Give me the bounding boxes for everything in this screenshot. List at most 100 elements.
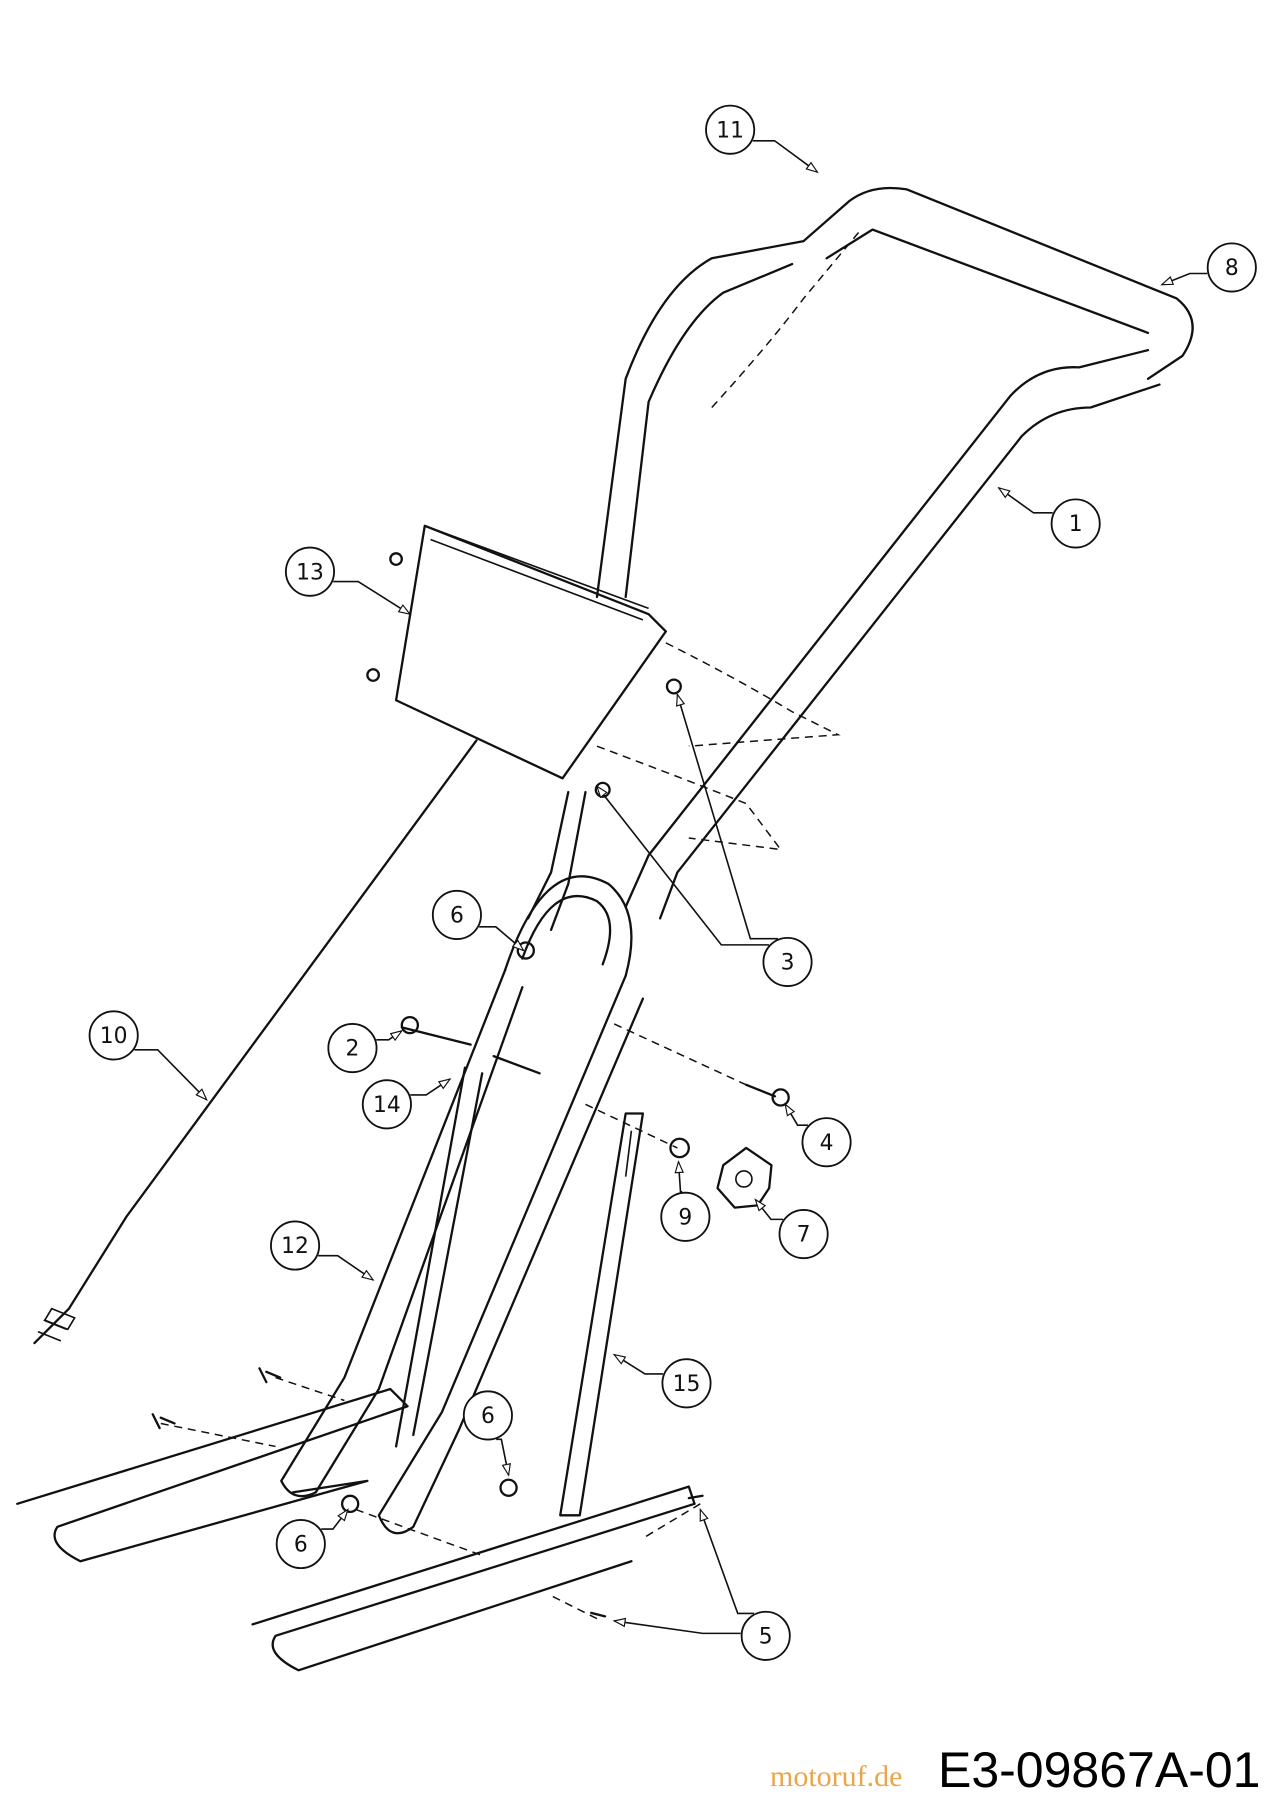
upper-handle-right-leg: [624, 348, 1150, 909]
callout-bubble: [275, 1518, 326, 1570]
callout-upper-handle-grip: 8: [1160, 242, 1257, 293]
callout-bubble: [661, 1358, 712, 1409]
arrowhead: [674, 1160, 684, 1174]
callout-nut: 6: [462, 1390, 513, 1477]
callout-carriage-bolt: 4: [784, 1102, 852, 1168]
washer-shape: [669, 1137, 690, 1159]
cover-screw-b: [366, 668, 381, 682]
leader-line: [134, 1049, 208, 1101]
drawing-code: E3-09867A-01: [938, 1742, 1261, 1798]
lower-handle-u-bend: [521, 894, 612, 966]
leader-line: [479, 926, 525, 952]
rail-axis-lines: [160, 1376, 701, 1620]
arrowhead: [676, 692, 686, 707]
arrowhead: [195, 1088, 208, 1101]
callout-number: 6: [294, 1533, 308, 1558]
callout-bubble: [705, 104, 756, 155]
screw-3a: [665, 678, 682, 695]
leader-line: [614, 1620, 741, 1635]
callout-number: 4: [820, 1131, 834, 1156]
bolt-4-head: [771, 1088, 790, 1107]
callout-bolt-washer: 2: [327, 1023, 404, 1074]
arrowhead: [595, 785, 608, 799]
callout-bubble: [462, 1390, 513, 1441]
callout-number: 13: [296, 560, 324, 585]
callout-number: 6: [481, 1404, 495, 1429]
callout-bubble: [778, 1209, 829, 1260]
handle-assembly-drawing: [16, 186, 1194, 1672]
leader-line: [596, 785, 769, 946]
callout-bubble: [1050, 498, 1101, 549]
callout-control-panel-cover: 13: [284, 546, 412, 616]
control-cable: [33, 739, 478, 1345]
callout-mounting-bolts: 5: [612, 1507, 791, 1661]
rail-bolts: [151, 1367, 704, 1618]
upper-handle-left-leg-inner: [624, 262, 794, 599]
arrowhead: [437, 1078, 452, 1090]
arrowhead: [612, 1353, 627, 1365]
leader-line: [676, 694, 778, 940]
screw-3b: [594, 781, 611, 798]
callout-bracket: 14: [361, 1078, 452, 1130]
callout-screws: 3: [595, 692, 813, 988]
callout-bubble: [431, 889, 482, 940]
callout-star-knob: 7: [754, 1198, 829, 1260]
upper-handle-left-lower-inner: [549, 790, 587, 931]
cable-spring: [37, 1307, 76, 1342]
arrowhead: [997, 486, 1011, 499]
bolt-2-head: [400, 1015, 420, 1035]
lower-handle-right-leg: [377, 974, 645, 1535]
callout-number: 1: [1069, 512, 1083, 537]
callout-number: 6: [450, 904, 464, 929]
callout-number: 12: [281, 1234, 309, 1259]
upper-handle-left-leg: [595, 239, 805, 599]
control-panel-cover-shape: [394, 524, 667, 780]
callout-lower-handle: 12: [270, 1220, 375, 1281]
callout-nut: 6: [275, 1508, 349, 1570]
cable-routing: [596, 642, 841, 851]
right-mounting-rail: [251, 1485, 696, 1672]
leader-line: [333, 580, 411, 615]
arrowhead: [511, 939, 525, 952]
leader-line: [998, 487, 1053, 514]
threaded-stud: [492, 1054, 541, 1075]
arrowhead: [612, 1617, 627, 1628]
callout-bubble: [762, 936, 813, 988]
leader-line: [613, 1353, 664, 1375]
lower-handle-u-bend-outer: [503, 875, 633, 977]
bolt-2: [400, 1026, 472, 1046]
watermark: motoruf.de: [770, 1760, 902, 1794]
callout-upper-handle: 1: [997, 486, 1101, 549]
arrowhead: [361, 1269, 375, 1281]
bolt-4: [745, 1083, 777, 1098]
arrowhead: [805, 161, 819, 174]
leader-line: [318, 1254, 374, 1281]
arrowhead: [397, 604, 412, 616]
cover-screw-a: [389, 552, 403, 566]
callout-number: 10: [100, 1024, 128, 1049]
arrowhead: [501, 1463, 511, 1477]
callout-cable-guide: 11: [705, 104, 819, 174]
callout-bubble: [88, 1010, 139, 1061]
callouts: 11 8 1 13 3 6 2 14 10 4 9 7 12 15 6 6 5: [88, 104, 1257, 1661]
callout-number: 14: [373, 1093, 401, 1118]
callout-adjustment-strap: 15: [612, 1353, 712, 1409]
callout-bubble: [660, 1191, 711, 1242]
callout-bubble: [327, 1023, 378, 1074]
callout-bubble: [270, 1220, 321, 1271]
callout-number: 3: [781, 951, 795, 976]
arrowhead: [337, 1508, 349, 1522]
callout-number: 2: [346, 1037, 360, 1062]
leader-line: [752, 139, 818, 173]
lower-handle-left-leg: [280, 968, 524, 1498]
callout-bubble: [801, 1117, 852, 1168]
nut-6-upper: [516, 941, 535, 960]
callout-number: 9: [678, 1205, 692, 1230]
arrowhead: [389, 1029, 404, 1042]
leader-line: [496, 1438, 510, 1476]
callout-number: 11: [716, 118, 744, 143]
callout-bubble: [284, 546, 336, 597]
callout-control-cable-spring: 10: [88, 1010, 208, 1101]
strap-slot: [624, 1130, 633, 1177]
watermark-text: motoruf.de: [770, 1760, 903, 1793]
